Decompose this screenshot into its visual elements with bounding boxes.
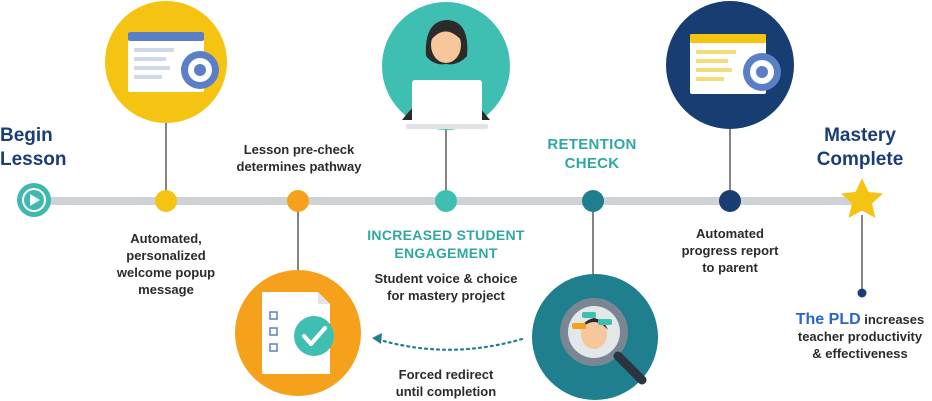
node-engagement — [435, 190, 457, 212]
retention-heading: RETENTION CHECK — [536, 135, 648, 173]
engagement-heading-line1: INCREASED STUDENT — [367, 227, 525, 243]
student-laptop-icon — [382, 2, 510, 130]
node-retention — [582, 190, 604, 212]
end-label-line1: Mastery — [824, 125, 896, 146]
node-welcome — [155, 190, 177, 212]
pld-text: The PLD increases teacher productivity &… — [788, 311, 932, 362]
engagement-heading-line2: ENGAGEMENT — [394, 245, 498, 261]
magnifier-student-icon — [532, 274, 658, 400]
precheck-line1: Lesson pre-check — [243, 142, 355, 157]
precheck-text: Lesson pre-check determines pathway — [228, 141, 370, 175]
redirect-arrow — [372, 333, 524, 351]
start-label-line1: Begin — [0, 125, 53, 146]
retention-heading-line2: CHECK — [564, 155, 620, 172]
engagement-line1: Student voice & choice — [374, 271, 518, 286]
browser-gear-icon — [105, 1, 227, 123]
report-line2: progress report — [681, 243, 779, 258]
start-label-line2: Lesson — [0, 149, 67, 170]
redirect-line1: Forced redirect — [398, 367, 494, 382]
end-label: Mastery Complete — [804, 124, 916, 172]
pld-line2: teacher productivity — [797, 329, 923, 344]
report-text: Automated progress report to parent — [670, 225, 790, 276]
browser-gear-icon — [666, 1, 794, 129]
welcome-text: Automated, personalized welcome popup me… — [106, 230, 226, 298]
pld-dot — [857, 288, 867, 298]
report-line1: Automated — [696, 226, 764, 241]
precheck-line2: determines pathway — [236, 159, 362, 174]
redirect-text: Forced redirect until completion — [384, 366, 508, 400]
report-line3: to parent — [702, 260, 758, 275]
welcome-line2: personalized — [126, 248, 206, 263]
pld-line1: The PLD increases — [788, 311, 932, 328]
welcome-line3: welcome popup — [116, 265, 216, 280]
redirect-line2: until completion — [395, 384, 497, 399]
checklist-icon — [235, 270, 361, 396]
node-precheck — [287, 190, 309, 212]
engagement-heading: INCREASED STUDENT ENGAGEMENT — [364, 226, 528, 262]
engagement-text: Student voice & choice for mastery proje… — [366, 270, 526, 304]
welcome-line1: Automated, — [130, 231, 202, 246]
pld-line1-rest: increases — [860, 312, 925, 327]
node-report — [719, 190, 741, 212]
star-icon — [841, 178, 883, 218]
end-label-line2: Complete — [816, 149, 904, 170]
pld-line3: & effectiveness — [812, 346, 908, 361]
play-icon — [17, 183, 51, 217]
retention-heading-line1: RETENTION — [547, 136, 637, 153]
welcome-line4: message — [138, 282, 194, 297]
engagement-line2: for mastery project — [387, 288, 505, 303]
start-label: Begin Lesson — [0, 124, 70, 172]
pld-brand: The PLD — [795, 311, 861, 328]
